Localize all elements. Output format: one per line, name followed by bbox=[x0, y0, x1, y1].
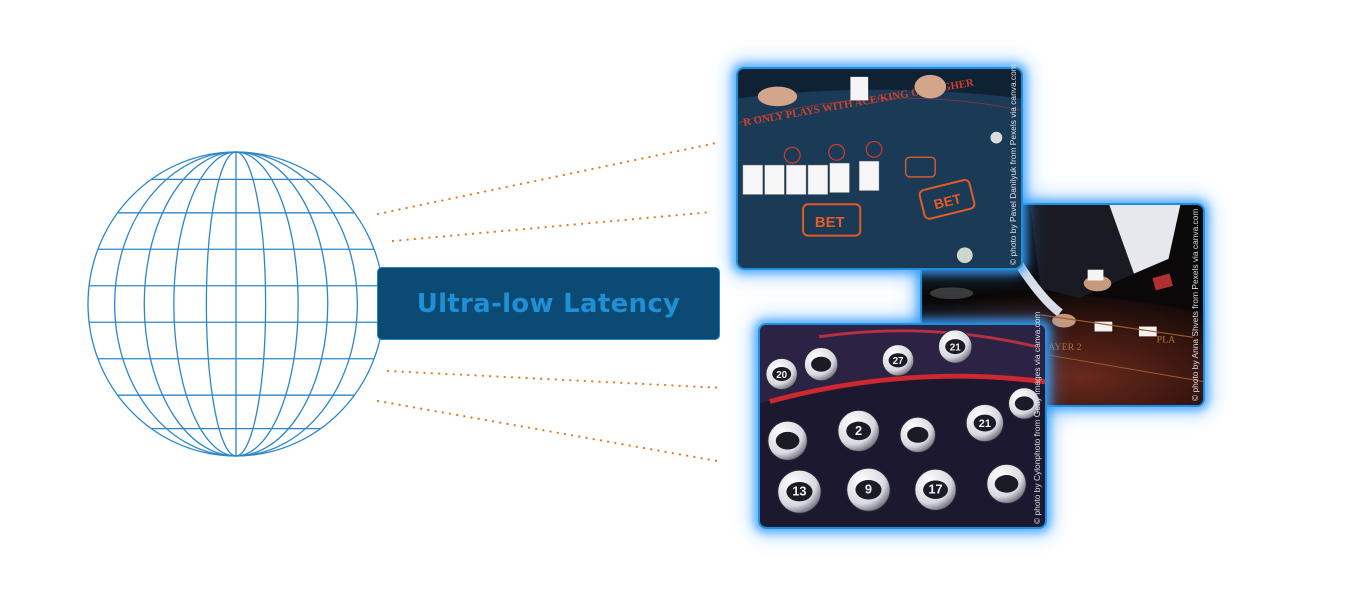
lottery-ball-band bbox=[786, 481, 813, 502]
lottery-ball-band bbox=[923, 480, 948, 500]
lottery-ball-band bbox=[1014, 396, 1034, 411]
ultra-low-latency-label: Ultra-low Latency bbox=[377, 267, 720, 340]
lottery-ball-number: 21 bbox=[979, 418, 991, 430]
svg-text:BET: BET bbox=[815, 215, 845, 231]
blackjack-image: R ONLY PLAYS WITH ACE/KING OR HIGHER BET… bbox=[738, 69, 1021, 268]
svg-text:BET: BET bbox=[932, 191, 963, 212]
lottery-ball-band bbox=[772, 366, 792, 382]
lottery-ball-number: 27 bbox=[893, 356, 904, 367]
lottery-ball-number: 17 bbox=[928, 482, 942, 497]
dealer-photo-credit: © photo by Anna Shvets from Pexels via c… bbox=[1190, 208, 1200, 401]
connector-line bbox=[376, 399, 725, 464]
lottery-ball-band bbox=[855, 480, 882, 500]
blackjack-photo: R ONLY PLAYS WITH ACE/KING OR HIGHER BET… bbox=[736, 67, 1023, 270]
lottery-ball-band bbox=[846, 421, 872, 441]
lottery-ball-band bbox=[945, 339, 966, 355]
svg-text:LAYER 2: LAYER 2 bbox=[1042, 342, 1081, 353]
lottery-ball-band bbox=[973, 414, 997, 432]
svg-text:PLA: PLA bbox=[1157, 334, 1177, 345]
lottery-ball-band bbox=[888, 353, 908, 368]
lottery-ball-band bbox=[811, 356, 832, 372]
lottery-image: 20 27 21 2 21 13 9 17 bbox=[760, 325, 1045, 527]
connector-line bbox=[376, 141, 718, 216]
globe-icon bbox=[87, 151, 385, 457]
lottery-ball-number: 2 bbox=[855, 423, 862, 438]
connector-lines bbox=[376, 141, 725, 464]
lottery-ball-band bbox=[994, 475, 1019, 493]
globe-longitude-line bbox=[113, 151, 359, 457]
lottery-ball-number: 13 bbox=[792, 484, 806, 499]
lottery-ball-band bbox=[907, 426, 929, 443]
lottery-ball-number: 20 bbox=[776, 370, 787, 381]
lottery-photo: 20 27 21 2 21 13 9 17 bbox=[758, 323, 1047, 529]
lottery-ball-band bbox=[775, 431, 800, 450]
connector-line bbox=[386, 369, 725, 390]
blackjack-photo-credit: © photo by Pavel Danilyuk from Pexels vi… bbox=[1008, 64, 1018, 265]
lottery-ball-number: 21 bbox=[950, 343, 961, 354]
lottery-ball-number: 9 bbox=[865, 482, 872, 497]
lottery-photo-credit: © photo by Cylonphoto from Getty Images … bbox=[1032, 311, 1042, 524]
connector-line bbox=[391, 210, 714, 243]
